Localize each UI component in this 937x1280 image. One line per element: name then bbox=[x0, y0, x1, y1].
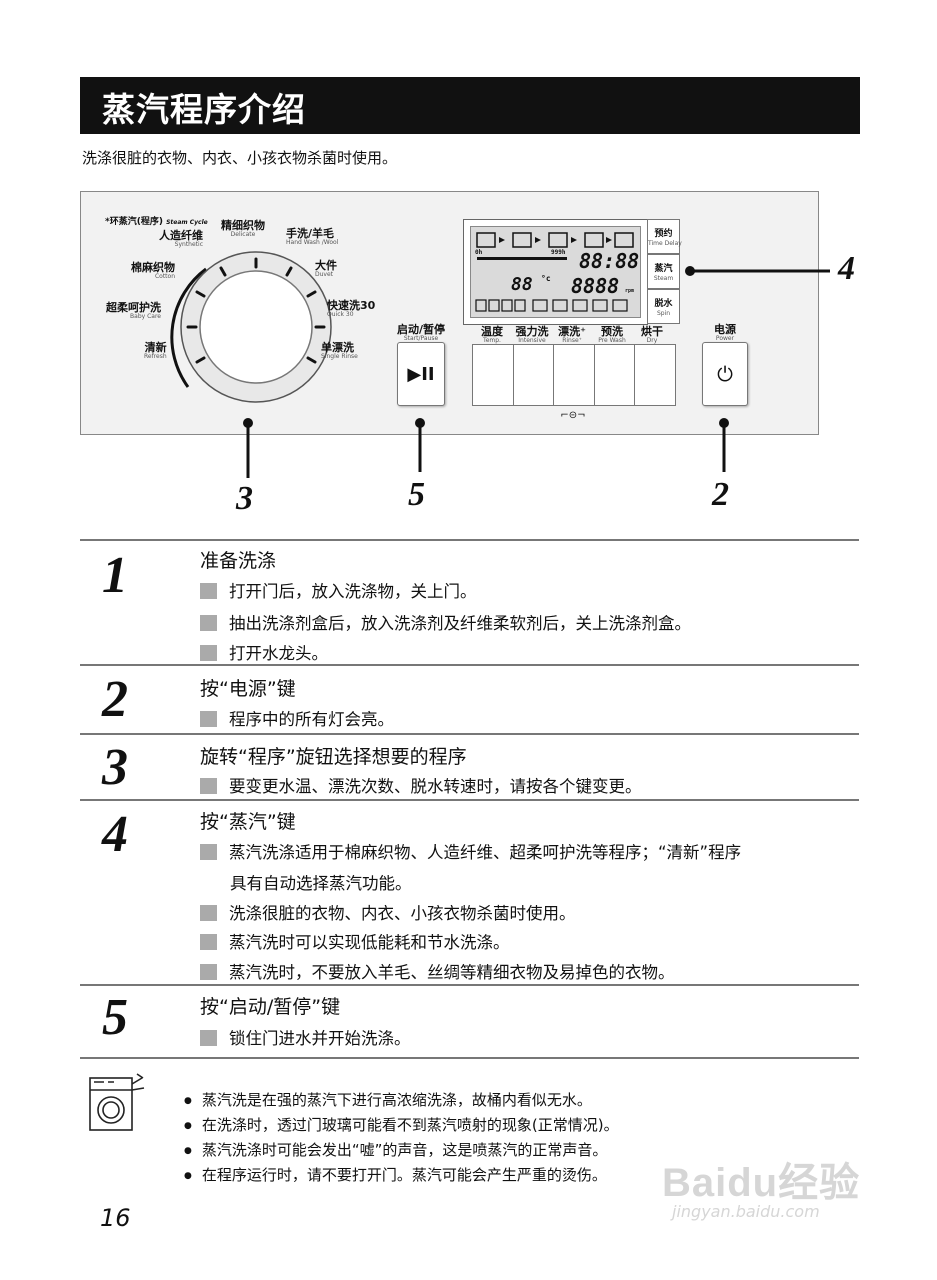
step-bullet: 蒸汽洗时可以实现低能耗和节水洗涤。 bbox=[200, 929, 510, 953]
step-number: 5 bbox=[102, 989, 128, 1046]
step-bullet-continuation: 具有自动选择蒸汽功能。 bbox=[230, 874, 412, 893]
watermark-logo: Baidu经验 bbox=[662, 1161, 861, 1205]
step-number: 3 bbox=[102, 739, 128, 796]
page-title: 蒸汽程序介绍 bbox=[102, 90, 306, 129]
notes-list: 蒸汽洗是在强的蒸汽下进行高浓缩洗涤，故桶内看似无水。 在洗涤时，透过门玻璃可能看… bbox=[184, 1088, 619, 1188]
step-divider bbox=[80, 664, 859, 666]
prewash-button[interactable] bbox=[595, 345, 636, 405]
lcd-cycle-icons bbox=[476, 232, 634, 248]
lcd-spin-speed: 8888 bbox=[571, 274, 620, 298]
watermark-url: jingyan.baidu.com bbox=[672, 1202, 820, 1221]
program-dial[interactable] bbox=[166, 237, 346, 417]
step-bullet: 蒸汽洗时，不要放入羊毛、丝绸等精细衣物及易掉色的衣物。 bbox=[200, 959, 675, 983]
power-button[interactable]: ⏻ bbox=[702, 342, 748, 406]
step-title: 按“电源”键 bbox=[200, 678, 296, 700]
step-bullet: 打开门后，放入洗涤物，关上门。 bbox=[200, 578, 477, 602]
callout-4: 4 bbox=[838, 250, 855, 287]
lcd-status-icons bbox=[475, 299, 628, 312]
step-divider bbox=[80, 539, 859, 541]
step-divider bbox=[80, 984, 859, 986]
page-number: 16 bbox=[100, 1204, 131, 1232]
lcd-temp-unit: °c bbox=[541, 274, 551, 283]
washer-note-icon bbox=[89, 1073, 145, 1131]
step-divider bbox=[80, 733, 859, 735]
step-bullet: 打开水龙头。 bbox=[200, 640, 328, 664]
step-bullet: 锁住门进水并开始洗涤。 bbox=[200, 1025, 411, 1049]
callout-lines bbox=[243, 266, 830, 478]
callout-5: 5 bbox=[408, 476, 425, 513]
step-bullet: 抽出洗涤剂盒后，放入洗涤剂及纤维柔软剂后，关上洗涤剂盒。 bbox=[200, 610, 691, 634]
steam-cycle-label: *环蒸汽(程序) Steam Cycle bbox=[105, 217, 208, 227]
step-number: 4 bbox=[102, 806, 128, 863]
step-title: 按“启动/暂停”键 bbox=[200, 996, 341, 1018]
lcd-time: 88:88 bbox=[579, 249, 640, 273]
rinse-button[interactable] bbox=[554, 345, 595, 405]
lcd-display: 0h 999h 88:88 88 °c 8888 rpm bbox=[463, 219, 648, 325]
lcd-temperature: 88 bbox=[511, 274, 533, 295]
step-bullet: 洗涤很脏的衣物、内衣、小孩衣物杀菌时使用。 bbox=[200, 900, 576, 924]
step-title: 准备洗涤 bbox=[200, 550, 277, 572]
step-bullet: 要变更水温、漂洗次数、脱水转速时，请按各个键变更。 bbox=[200, 773, 642, 797]
baidu-watermark: Baidu经验 jingyan.baidu.com bbox=[662, 1150, 860, 1221]
callout-2: 2 bbox=[712, 476, 729, 513]
note-item: 在洗涤时，透过门玻璃可能看不到蒸汽喷射的现象(正常情况)。 bbox=[184, 1113, 619, 1138]
child-lock-symbol: ⌐⊝¬ bbox=[560, 410, 586, 421]
step-number: 2 bbox=[102, 671, 128, 728]
lcd-rpm-unit: rpm bbox=[625, 288, 635, 294]
note-item: 蒸汽洗是在强的蒸汽下进行高浓缩洗涤，故桶内看似无水。 bbox=[184, 1088, 619, 1113]
page-subtitle: 洗涤很脏的衣物、内衣、小孩衣物杀菌时使用。 bbox=[82, 149, 398, 167]
lcd-bar-end: 999h bbox=[551, 249, 566, 256]
step-divider bbox=[80, 799, 859, 801]
note-item: 蒸汽洗涤时可能会发出“嘘”的声音，这是喷蒸汽的正常声音。 bbox=[184, 1138, 619, 1163]
step-number: 1 bbox=[102, 547, 128, 604]
step-bullet: 程序中的所有灯会亮。 bbox=[200, 706, 394, 730]
step-divider bbox=[80, 1057, 859, 1059]
lcd-bar-start: 0h bbox=[475, 249, 483, 256]
step-title: 按“蒸汽”键 bbox=[200, 811, 296, 833]
page-title-bar: 蒸汽程序介绍 bbox=[80, 77, 860, 134]
lcd-progress-bar bbox=[477, 257, 567, 260]
step-title: 旋转“程序”旋钮选择想要的程序 bbox=[200, 746, 467, 768]
temp-button[interactable] bbox=[473, 345, 514, 405]
callout-3: 3 bbox=[236, 480, 253, 517]
option-buttons bbox=[472, 344, 676, 406]
intensive-button[interactable] bbox=[514, 345, 555, 405]
option-label-rinse: 漂洗⁺Rinse⁺ bbox=[558, 325, 586, 344]
note-item: 在程序运行时，请不要打开门。蒸汽可能会产生严重的烫伤。 bbox=[184, 1163, 619, 1188]
start-pause-button[interactable]: ▶II bbox=[397, 342, 445, 406]
step-bullet: 蒸汽洗涤适用于棉麻织物、人造纤维、超柔呵护洗等程序；“清新”程序 bbox=[200, 839, 741, 863]
